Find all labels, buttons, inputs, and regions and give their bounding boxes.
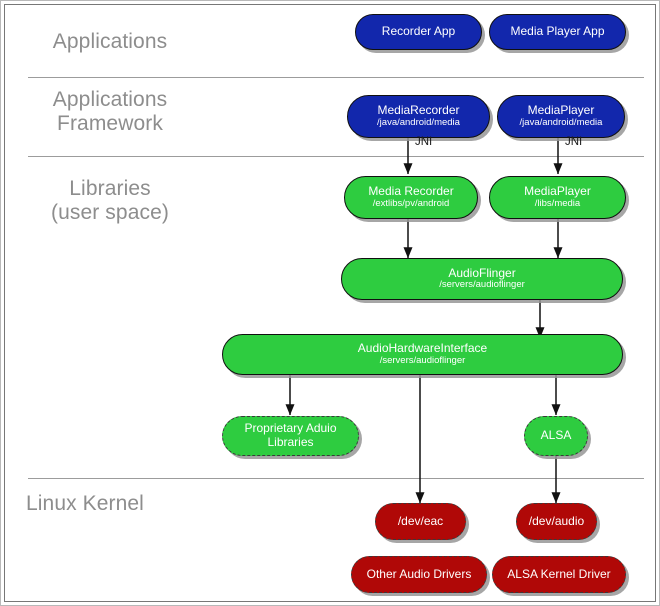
edge-label-jni-player: JNI: [565, 136, 583, 148]
node-audiohardwareinterface-path: /servers/audioflinger: [379, 354, 466, 366]
divider-applications: [28, 77, 644, 78]
section-label-libraries: Libraries (user space): [51, 177, 169, 224]
node-dev-eac-title: /dev/eac: [397, 513, 444, 528]
node-mediaplayer-framework-title: MediaPlayer: [527, 103, 595, 118]
node-mediaplayer-framework[interactable]: MediaPlayer /java/android/media: [497, 95, 625, 138]
node-recorder-app-title: Recorder App: [381, 24, 456, 39]
node-mediaplayer-lib-title: MediaPlayer: [524, 184, 591, 199]
node-media-recorder-lib[interactable]: Media Recorder /extlibs/pv/android: [344, 176, 478, 219]
node-audioflinger-path: /servers/audioflinger: [439, 279, 525, 291]
node-other-audio-drivers-title: Other Audio Drivers: [366, 566, 472, 581]
node-alsa[interactable]: ALSA: [524, 416, 588, 456]
node-dev-audio[interactable]: /dev/audio: [516, 503, 597, 540]
node-proprietary-audio-libraries-title: Proprietary Aduio Libraries: [244, 421, 337, 449]
node-audioflinger-title: AudioFlinger: [448, 265, 516, 280]
section-label-applications: Applications: [52, 30, 168, 53]
node-alsa-kernel-driver[interactable]: ALSA Kernel Driver: [492, 556, 626, 593]
node-mediaplayer-lib[interactable]: MediaPlayer /libs/media: [489, 176, 626, 219]
divider-kernel: [28, 478, 644, 479]
divider-framework: [28, 156, 644, 157]
node-mediaplayer-framework-path: /java/android/media: [519, 116, 603, 128]
section-label-applications-framework: Applications Framework: [52, 88, 168, 135]
node-audiohardwareinterface-title: AudioHardwareInterface: [357, 341, 488, 356]
node-audioflinger[interactable]: AudioFlinger /servers/audioflinger: [341, 258, 623, 300]
node-mediarecorder-framework-path: /java/android/media: [377, 116, 460, 128]
node-alsa-title: ALSA: [540, 428, 572, 443]
node-media-player-app-title: Media Player App: [510, 24, 605, 39]
node-media-recorder-lib-path: /extlibs/pv/android: [372, 197, 450, 209]
node-media-player-app[interactable]: Media Player App: [489, 14, 626, 50]
node-mediarecorder-framework-title: MediaRecorder: [377, 103, 460, 118]
node-other-audio-drivers[interactable]: Other Audio Drivers: [351, 556, 487, 593]
node-media-recorder-lib-title: Media Recorder: [368, 184, 454, 199]
edge-label-jni-recorder: JNI: [415, 136, 433, 148]
node-audiohardwareinterface[interactable]: AudioHardwareInterface /servers/audiofli…: [222, 334, 623, 375]
node-recorder-app[interactable]: Recorder App: [355, 14, 482, 50]
node-mediarecorder-framework[interactable]: MediaRecorder /java/android/media: [347, 95, 490, 138]
node-mediaplayer-lib-path: /libs/media: [534, 197, 581, 209]
node-dev-audio-title: /dev/audio: [528, 513, 585, 528]
section-label-linux-kernel: Linux Kernel: [26, 492, 144, 515]
node-dev-eac[interactable]: /dev/eac: [375, 503, 466, 540]
node-alsa-kernel-driver-title: ALSA Kernel Driver: [507, 566, 611, 581]
node-proprietary-audio-libraries[interactable]: Proprietary Aduio Libraries: [222, 416, 359, 456]
